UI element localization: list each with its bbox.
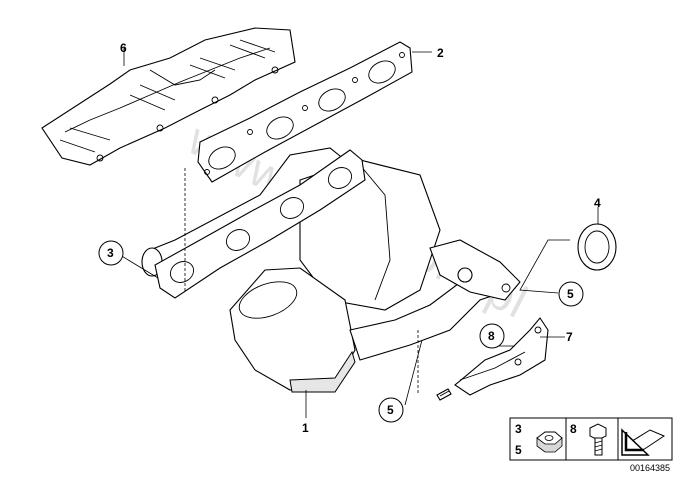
fastener-legend: 3 5 8: [509, 417, 673, 461]
bracket[interactable]: [454, 317, 549, 396]
callout-5b-marker: 5: [378, 397, 404, 423]
assembly-arrow-icon: [621, 428, 666, 456]
legend-num-5: 5: [515, 443, 522, 457]
manifold-gasket[interactable]: [197, 41, 413, 183]
hex-bolt-icon: [589, 423, 607, 456]
callout-3: 3: [107, 246, 114, 260]
legend-num-3: 3: [515, 422, 522, 436]
callout-2: 2: [437, 46, 444, 60]
legend-num-8: 8: [570, 422, 577, 436]
callout-7: 7: [566, 330, 573, 344]
stud[interactable]: [436, 388, 452, 401]
callout-6: 6: [120, 41, 127, 55]
callout-5a: 5: [567, 287, 574, 301]
heat-shield[interactable]: [41, 27, 296, 166]
callout-5a-marker: 5: [558, 281, 584, 307]
hex-nut-icon: [536, 431, 563, 453]
callout-5b: 5: [387, 403, 394, 417]
callout-8: 8: [488, 329, 495, 343]
sealing-ring[interactable]: [577, 223, 617, 271]
callout-8-marker: 8: [479, 323, 505, 349]
diagram-id: 00164385: [630, 463, 670, 473]
exhaust-manifold-catalyst[interactable]: [141, 147, 521, 393]
callout-3-marker: 3: [98, 240, 124, 266]
callout-1: 1: [302, 421, 309, 435]
callout-4: 4: [594, 196, 601, 210]
